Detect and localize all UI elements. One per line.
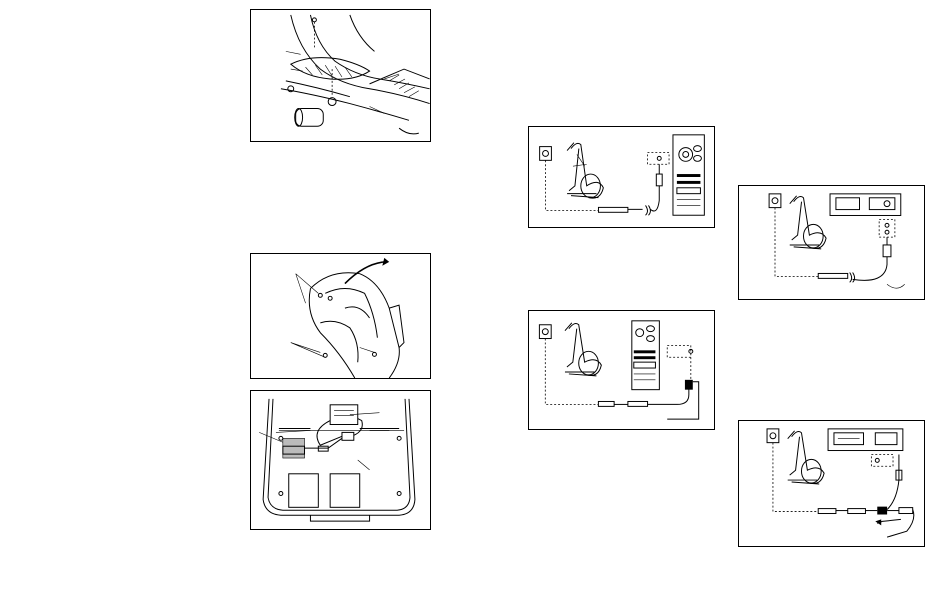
portable-player-connection-figure <box>528 126 715 228</box>
console-wiring-drawing <box>251 391 430 529</box>
portable-player-connection-drawing <box>529 127 714 227</box>
leg-assembly-figure <box>250 9 431 142</box>
stereo-connection-figure <box>528 310 715 430</box>
console-wiring-figure <box>250 390 431 530</box>
console-cover-drawing <box>251 254 430 378</box>
pc-connection-drawing <box>739 186 924 299</box>
pc-connection-figure <box>738 185 925 300</box>
leg-assembly-drawing <box>251 10 430 141</box>
vcr-tv-connection-figure <box>738 420 925 547</box>
stereo-connection-drawing <box>529 311 714 429</box>
console-cover-figure <box>250 253 431 379</box>
vcr-tv-connection-drawing <box>739 421 924 546</box>
